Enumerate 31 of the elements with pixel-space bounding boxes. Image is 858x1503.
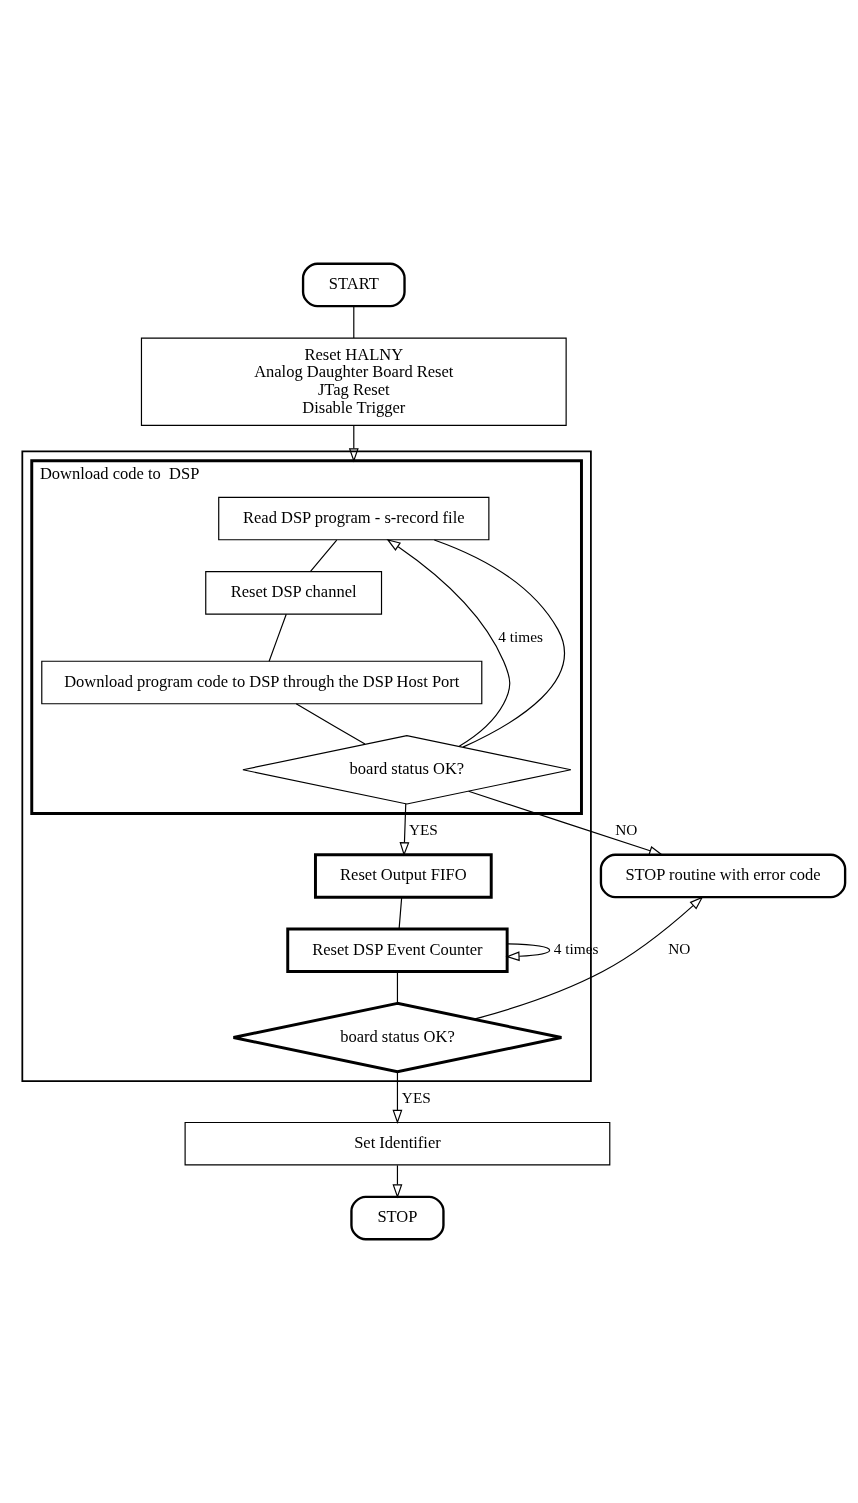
node-box: Download program code to DSP through the DSP Host Port [41, 660, 483, 705]
edge-label: 4 times [498, 627, 544, 645]
edge-label: YES [408, 821, 438, 839]
node-box: STOP [350, 1195, 445, 1241]
node-box: START [301, 262, 406, 308]
node-diamond: board status OK? [232, 1001, 563, 1074]
node-box: Reset DSP Event Counter [286, 927, 509, 973]
arrow [473, 896, 704, 1020]
arrow [348, 424, 359, 463]
arrow [392, 1071, 403, 1124]
arrow [386, 538, 511, 747]
connector [353, 306, 355, 339]
edge-label: NO [615, 821, 638, 839]
arrow [392, 1164, 403, 1199]
node-box: STOP routine with error code [599, 853, 847, 899]
arrow [399, 803, 410, 857]
connector [309, 539, 338, 572]
connector [268, 613, 287, 662]
connector [433, 539, 566, 748]
node-box: Set Identifier [184, 1121, 611, 1166]
connector [398, 896, 403, 930]
connector [396, 971, 399, 1004]
connector [295, 703, 366, 745]
node-box: Reset HALNY Analog Daughter Board Reset JTag Reset Disable Trigger [140, 337, 567, 426]
node-box: Reset Output FIFO [314, 853, 493, 899]
edge-label: NO [668, 940, 691, 958]
node-diamond: board status OK? [242, 734, 572, 805]
arrow [505, 943, 551, 962]
edge-label: YES [401, 1088, 431, 1106]
node-box: Reset DSP channel [205, 571, 383, 615]
node-box: Read DSP program - s-record file [218, 496, 490, 541]
